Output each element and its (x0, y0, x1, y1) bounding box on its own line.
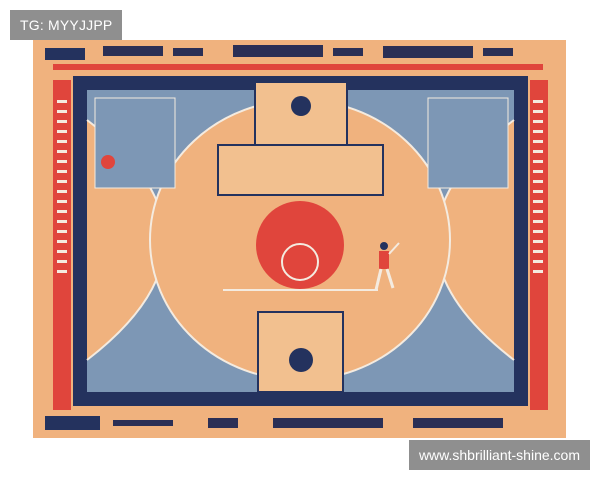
bottom-hoop (289, 348, 313, 372)
basketball-court-artwork (33, 40, 566, 438)
left-panel (94, 97, 176, 189)
header-text-strip (45, 45, 543, 70)
top-key (254, 81, 348, 153)
top-hoop (291, 96, 311, 116)
player-figure (374, 242, 400, 291)
right-stands (533, 100, 543, 273)
right-panel (427, 97, 509, 189)
telegram-tag-overlay: TG: MYYJJPP (10, 10, 123, 40)
website-url-overlay: www.shbrilliant-shine.com (408, 440, 590, 470)
left-stands (57, 100, 67, 273)
